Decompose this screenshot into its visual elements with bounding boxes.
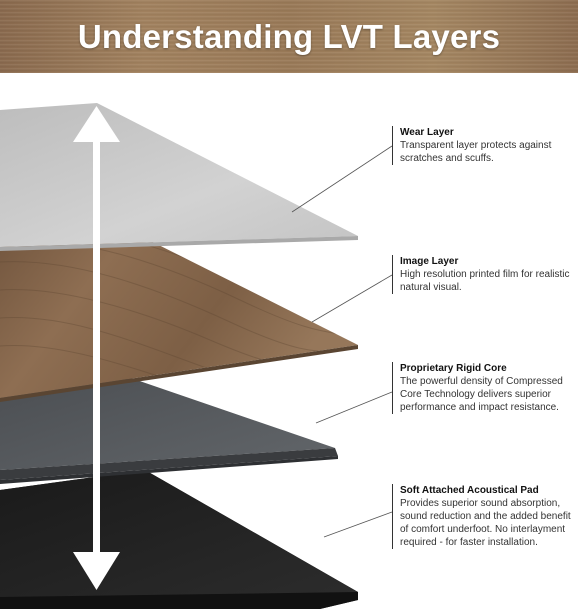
label-acoustical-pad: Soft Attached Acoustical Pad Provides su… bbox=[392, 484, 578, 549]
leader-line-image bbox=[311, 274, 393, 323]
acoustical-pad-layer bbox=[0, 470, 358, 609]
label-image-layer: Image Layer High resolution printed film… bbox=[392, 255, 578, 294]
rigid-core-layer bbox=[0, 364, 338, 484]
leader-line-wear bbox=[291, 145, 393, 213]
label-title: Soft Attached Acoustical Pad bbox=[400, 485, 539, 496]
label-title: Wear Layer bbox=[400, 127, 454, 138]
image-layer bbox=[0, 208, 358, 402]
header-wood-banner: Understanding LVT Layers bbox=[0, 0, 578, 73]
double-headed-arrow-icon bbox=[73, 106, 120, 590]
label-description: The powerful density of Compressed Core … bbox=[400, 376, 563, 413]
wear-layer bbox=[0, 103, 358, 251]
label-description: High resolution printed film for realist… bbox=[400, 269, 570, 293]
leader-line-pad bbox=[323, 511, 393, 538]
page-title: Understanding LVT Layers bbox=[77, 17, 501, 55]
label-wear-layer: Wear Layer Transparent layer protects ag… bbox=[392, 126, 578, 165]
label-rigid-core: Proprietary Rigid Core The powerful dens… bbox=[392, 362, 578, 414]
label-description: Transparent layer protects against scrat… bbox=[400, 140, 552, 164]
leader-line-core bbox=[315, 391, 393, 424]
label-title: Proprietary Rigid Core bbox=[400, 363, 507, 374]
label-description: Provides superior sound absorption, soun… bbox=[400, 498, 571, 548]
leader-lines bbox=[291, 145, 393, 538]
label-title: Image Layer bbox=[400, 256, 459, 267]
